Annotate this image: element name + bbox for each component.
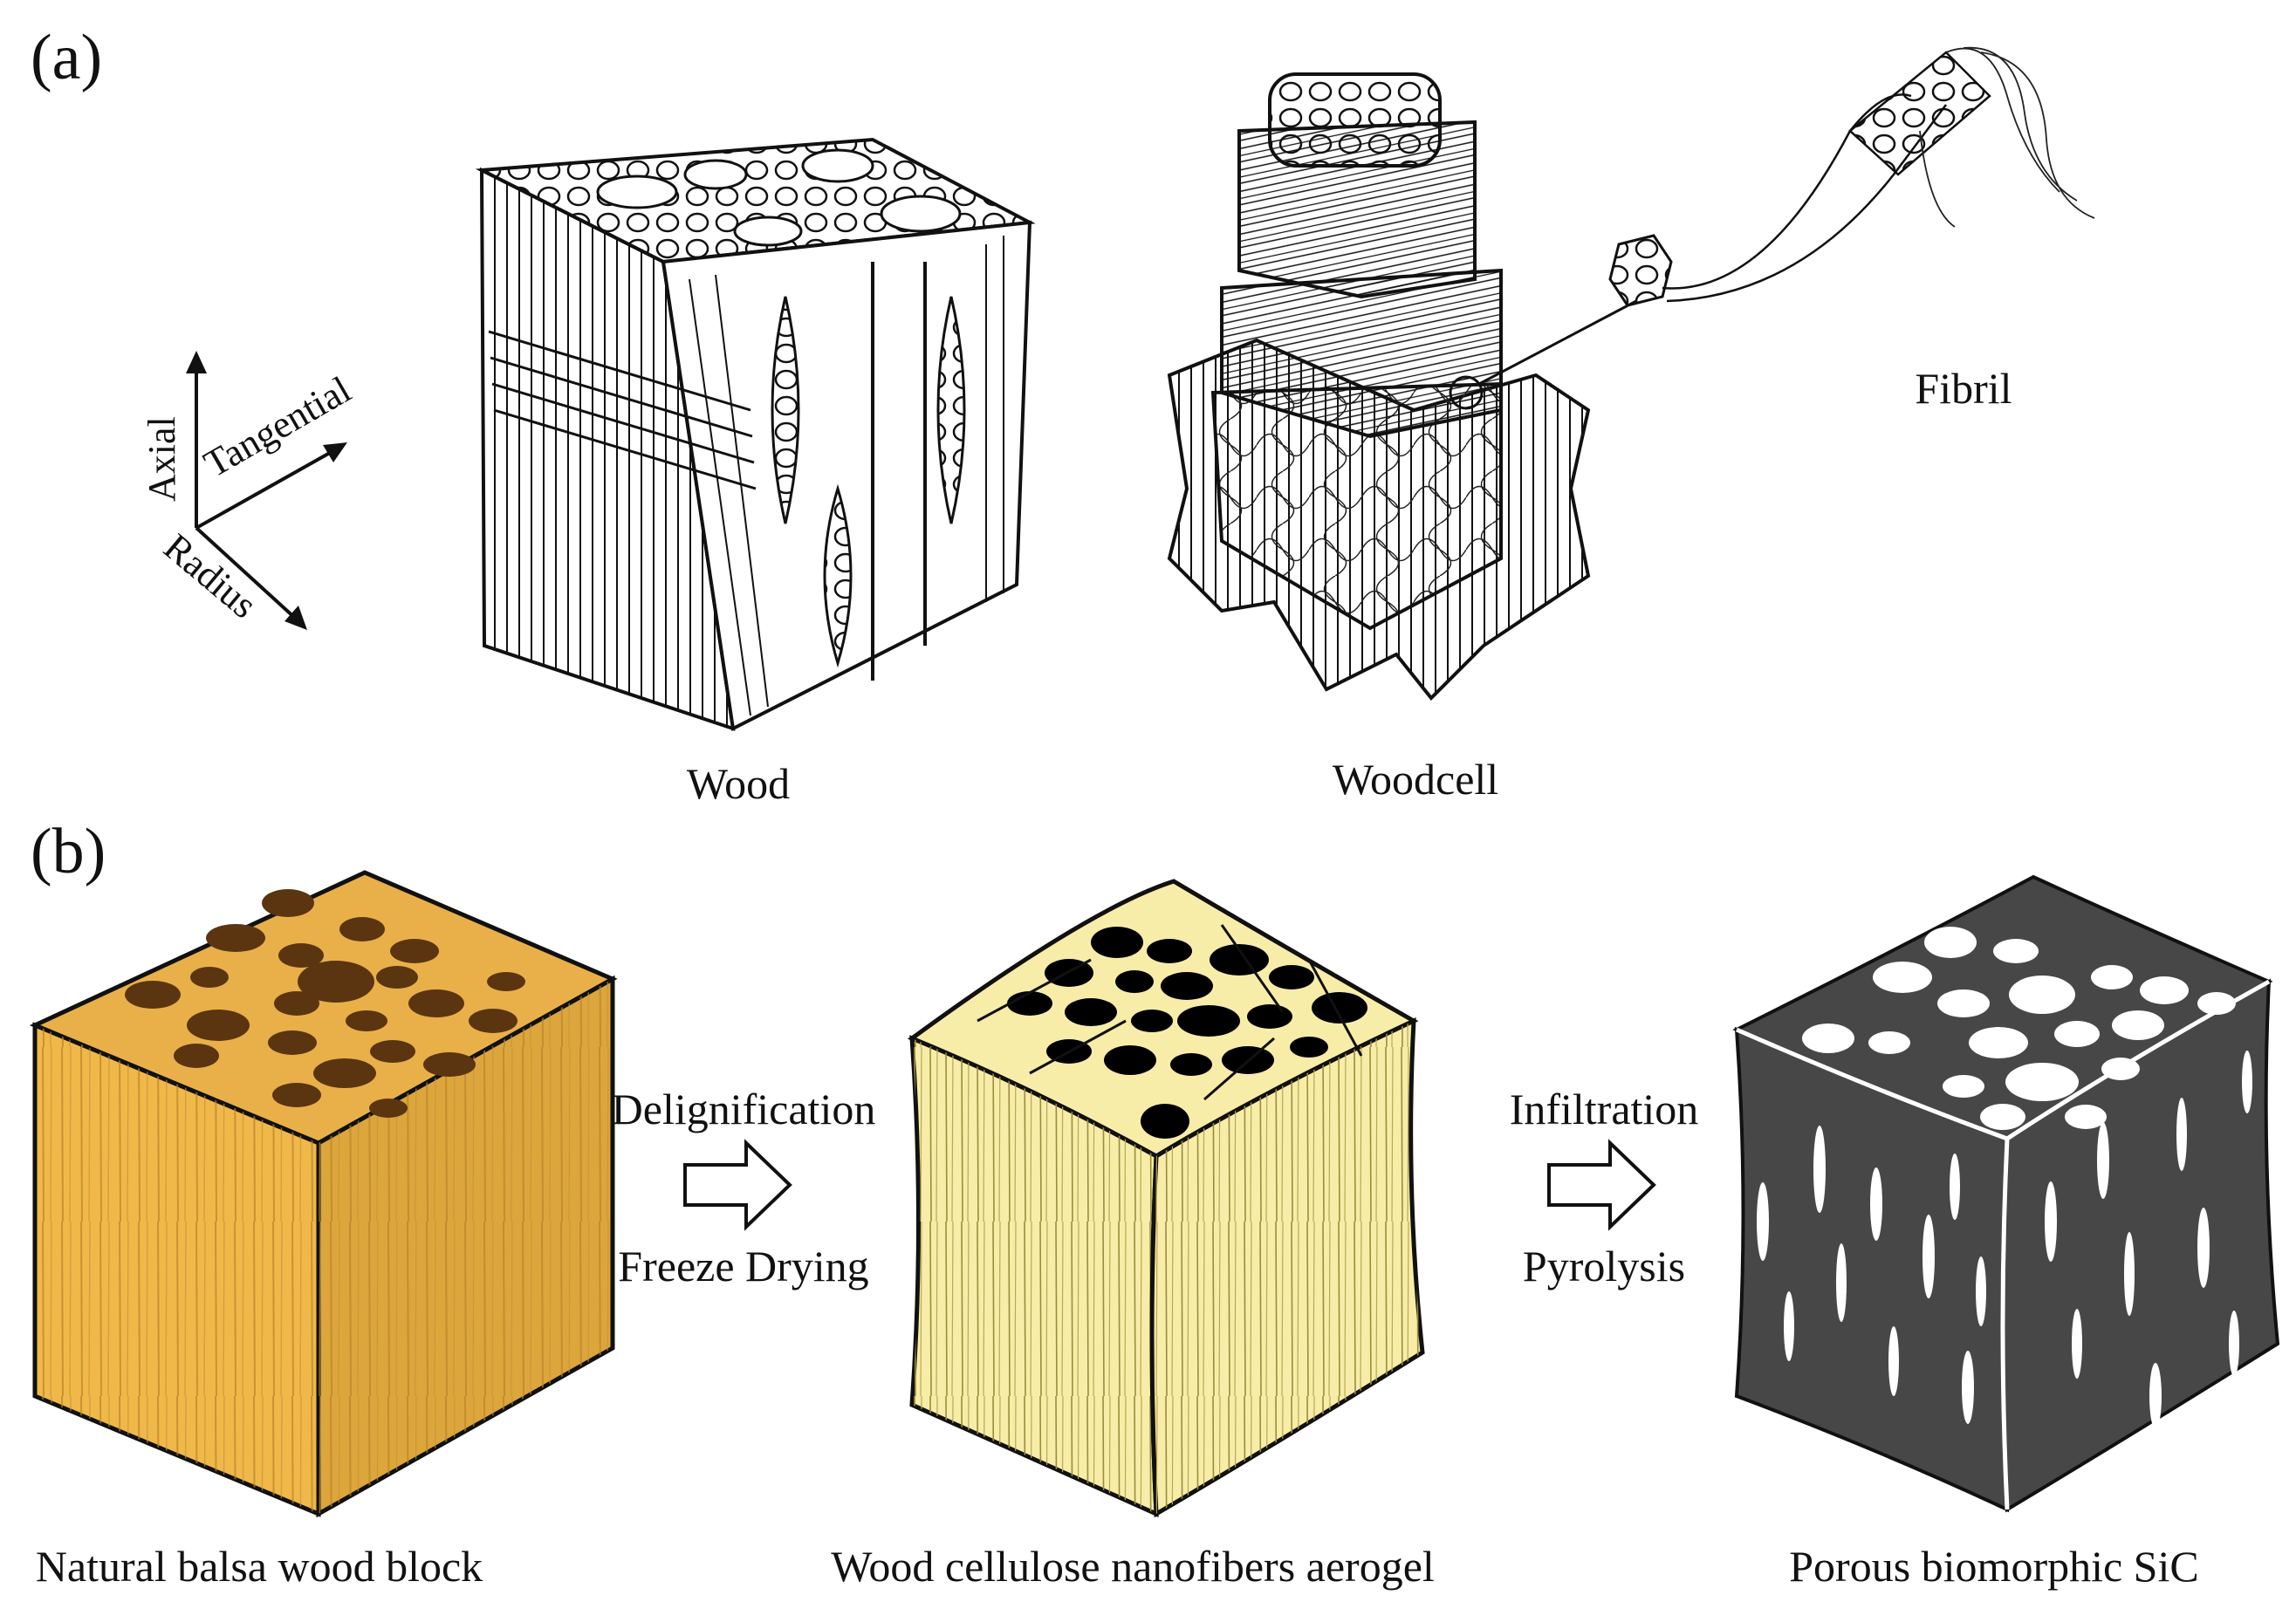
sic-caption: Porous biomorphic SiC [1789,1542,2198,1591]
step1-bottom-label: Freeze Drying [618,1242,868,1290]
woodcell-drawing [1167,72,1637,701]
step2-top-label: Infiltration [1510,1085,1699,1133]
arrow-delignification [683,1139,792,1231]
fibril-caption: Fibril [1915,364,2012,413]
aerogel-block [907,879,1425,1518]
fibril-drawing [1608,46,2095,307]
balsa-block [29,870,618,1518]
aerogel-caption: Wood cellulose nanofibers aerogel [831,1542,1435,1591]
step2-bottom-label: Pyrolysis [1523,1242,1685,1290]
woodcell-caption: Woodcell [1333,755,1498,804]
axis-label-axial: Axial [141,416,183,502]
balsa-caption: Natural balsa wood block [36,1542,483,1591]
wood-block-drawing [475,137,1036,732]
step1-top-label: Delignification [612,1085,876,1133]
panel-b-label: (b) [31,816,106,887]
sic-block [1732,874,2280,1513]
wood-caption: Wood [687,759,790,808]
axes-indicator: Axial Tangential Radius [141,351,358,630]
axis-label-tangential: Tangential [197,368,359,486]
panel-a-label: (a) [31,22,102,93]
arrow-infiltration [1547,1139,1656,1231]
